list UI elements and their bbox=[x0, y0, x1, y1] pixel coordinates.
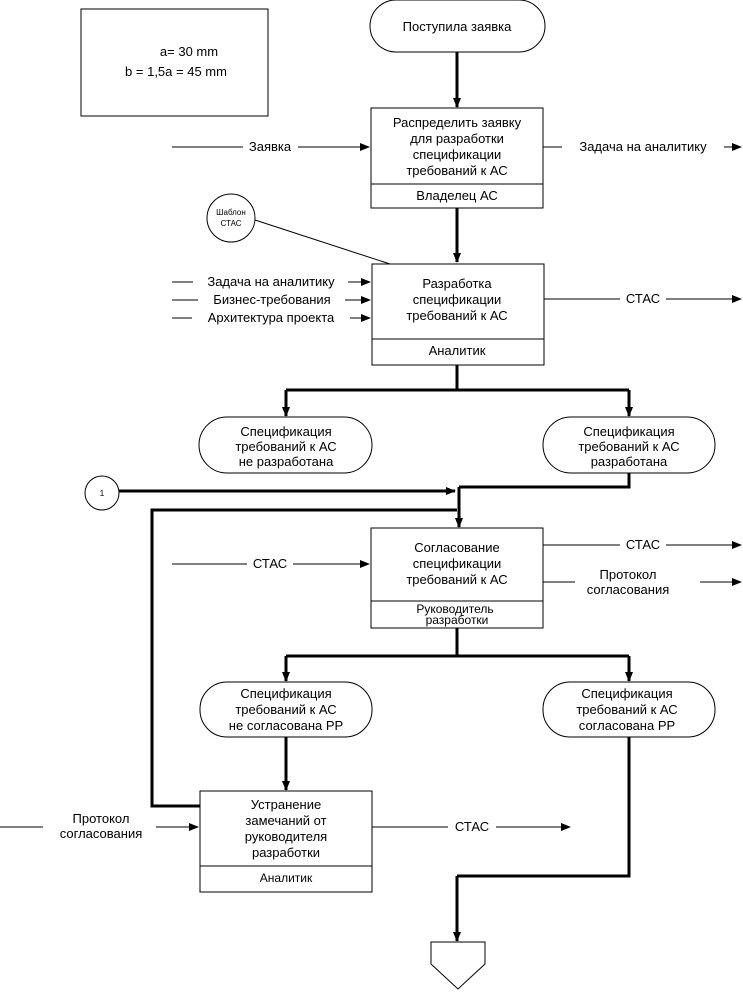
event-line: Спецификация bbox=[583, 424, 674, 439]
process3-line: Согласование bbox=[414, 540, 499, 555]
event-spec-developed: Спецификация требований к АС разработана bbox=[542, 416, 716, 474]
event-line: не согласована РР bbox=[229, 718, 343, 733]
start-event-label: Поступила заявка bbox=[403, 19, 513, 34]
template-circle-line: Шаблон bbox=[216, 208, 246, 217]
process1-line: спецификации bbox=[413, 147, 502, 162]
process4-line: руководителя bbox=[245, 829, 327, 844]
process1-input: Заявка bbox=[249, 139, 292, 154]
process2-input: Задача на аналитику bbox=[207, 274, 335, 289]
loop-back-line bbox=[150, 508, 457, 808]
process4-line: разработки bbox=[252, 845, 320, 860]
start-event: Поступила заявка bbox=[369, 0, 546, 53]
event-line: разработана bbox=[591, 454, 668, 469]
event-line: требований к АС bbox=[576, 702, 677, 717]
process3-output-2: согласования bbox=[587, 582, 670, 597]
process4-line: замечаний от bbox=[245, 813, 326, 828]
note-line-1: a= 30 mm bbox=[160, 44, 218, 59]
process1-role: Владелец АС bbox=[416, 188, 498, 203]
process2-input: Архитектура проекта bbox=[208, 310, 335, 325]
event-spec-agreed: Спецификация требований к АС согласована… bbox=[542, 681, 716, 738]
event-line: требований к АС bbox=[578, 439, 679, 454]
process-distribute-request: Распределить заявку для разработки специ… bbox=[370, 107, 544, 209]
template-circle: Шаблон СТАС bbox=[206, 193, 256, 243]
process1-line: требований к АС bbox=[406, 163, 507, 178]
association-line bbox=[254, 219, 391, 265]
process4-role: Аналитик bbox=[260, 871, 313, 885]
note-line-2: b = 1,5a = 45 mm bbox=[125, 64, 227, 79]
event-spec-not-agreed: Спецификация требований к АС не согласов… bbox=[199, 681, 373, 738]
process4-input: Протокол bbox=[73, 811, 130, 826]
process3-role: Руководитель bbox=[416, 602, 493, 616]
event-line: Спецификация bbox=[240, 686, 331, 701]
event-line: Спецификация bbox=[240, 424, 331, 439]
event-spec-not-developed: Спецификация требований к АС не разработ… bbox=[198, 416, 373, 474]
flow-line bbox=[459, 473, 631, 489]
process-fix-remarks: Устранение замечаний от руководителя раз… bbox=[199, 790, 373, 893]
event-line: Спецификация bbox=[581, 686, 672, 701]
process1-line: для разработки bbox=[410, 131, 504, 146]
process2-role: Аналитик bbox=[429, 343, 486, 358]
process2-line: требований к АС bbox=[406, 308, 507, 323]
flow-line bbox=[457, 737, 631, 878]
process2-input: Бизнес-требования bbox=[213, 292, 330, 307]
event-line: требований к АС bbox=[235, 439, 336, 454]
process3-line: спецификации bbox=[413, 556, 502, 571]
process-agree-spec: Согласование спецификации требований к А… bbox=[370, 527, 544, 629]
process1-line: Распределить заявку bbox=[393, 115, 522, 130]
event-line: не разработана bbox=[239, 454, 334, 469]
connector-label: 1 bbox=[100, 489, 105, 498]
note-box: a= 30 mm b = 1,5a = 45 mm bbox=[80, 8, 269, 117]
event-line: согласована РР bbox=[579, 718, 675, 733]
process3-line: требований к АС bbox=[406, 572, 507, 587]
process1-output: Задача на аналитику bbox=[579, 139, 707, 154]
process3-output-2: Протокол bbox=[600, 567, 657, 582]
process-develop-spec: Разработка спецификации требований к АС … bbox=[371, 263, 545, 366]
process2-output: СТАС bbox=[626, 291, 660, 306]
process2-line: спецификации bbox=[413, 292, 502, 307]
process4-line: Устранение bbox=[251, 797, 321, 812]
process3-input: СТАС bbox=[253, 556, 287, 571]
process4-input: согласования bbox=[60, 826, 143, 841]
process3-output: СТАС bbox=[626, 537, 660, 552]
template-circle-line: СТАС bbox=[220, 219, 241, 228]
off-page-connector bbox=[430, 941, 486, 990]
event-line: требований к АС bbox=[235, 702, 336, 717]
process3-role: разработки bbox=[426, 613, 489, 627]
process2-line: Разработка bbox=[422, 276, 492, 291]
process4-output: СТАС bbox=[455, 819, 489, 834]
connector-circle: 1 bbox=[84, 475, 120, 511]
